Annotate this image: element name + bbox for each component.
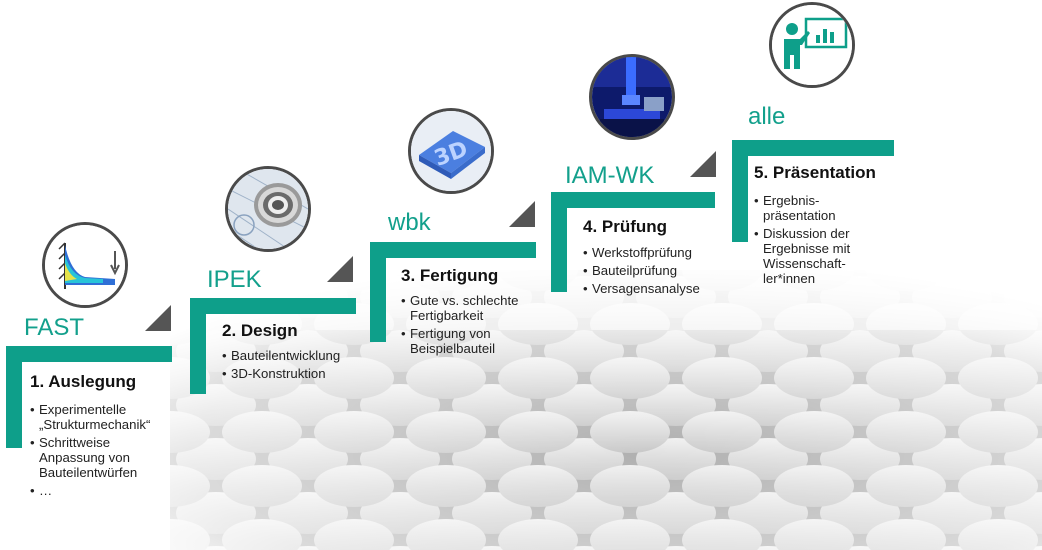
step-bullets: Werkstoffprüfung Bauteilprüfung Versagen… — [583, 245, 733, 299]
step-bullets: Gute vs. schlechte Fertigbarkeit Fertigu… — [401, 293, 541, 359]
list-item: Experimentelle „Strukturmechanik“ — [30, 402, 170, 432]
step-title: 5. Präsentation — [754, 163, 876, 182]
list-item: Werkstoffprüfung — [583, 245, 733, 260]
org-label-alle: alle — [748, 103, 786, 130]
bearing-icon — [225, 166, 311, 252]
step-bullets: Experimentelle „Strukturmechanik“ Schrit… — [30, 402, 170, 501]
step-bar — [190, 298, 206, 394]
list-item: Fertigung von Beispielbauteil — [401, 326, 541, 356]
stress-plot-icon — [42, 222, 128, 308]
step-title: 4. Prüfung — [583, 217, 668, 236]
org-label-ipek: IPEK — [207, 266, 262, 293]
list-item: Schrittweise Anpassung von Bauteilentwür… — [30, 435, 170, 480]
step-bar — [190, 298, 356, 314]
step-bar — [370, 242, 536, 258]
corner-triangle — [690, 151, 716, 177]
list-item: 3D-Konstruktion — [222, 366, 362, 381]
list-item: Ergebnis-präsentation — [754, 193, 866, 223]
step-bar — [551, 192, 715, 208]
corner-triangle — [327, 256, 353, 282]
step-bar — [732, 140, 748, 242]
3d-print-icon: 3D — [408, 108, 494, 194]
org-label-iam-wk: IAM-WK — [565, 162, 655, 189]
step-bar — [370, 242, 386, 342]
step-title: 1. Auslegung — [30, 372, 137, 391]
org-label-fast: FAST — [24, 314, 85, 341]
honeycomb-background — [170, 270, 1042, 550]
step-bar — [732, 140, 894, 156]
step-bar — [551, 192, 567, 292]
step-bullets: Bauteilentwicklung 3D-Konstruktion — [222, 348, 362, 384]
list-item: Bauteilprüfung — [583, 263, 733, 278]
list-item: Diskussion der Ergebnisse mit Wissenscha… — [754, 226, 866, 286]
list-item: … — [30, 483, 170, 498]
org-label-wbk: wbk — [388, 209, 431, 236]
list-item: Bauteilentwicklung — [222, 348, 362, 363]
corner-triangle — [509, 201, 535, 227]
step-bar — [6, 346, 172, 362]
list-item: Versagensanalyse — [583, 281, 733, 296]
testing-machine-icon — [589, 54, 675, 140]
presentation-icon — [769, 2, 855, 88]
step-title: 2. Design — [222, 321, 298, 340]
list-item: Gute vs. schlechte Fertigbarkeit — [401, 293, 541, 323]
step-bullets: Ergebnis-präsentation Diskussion der Erg… — [754, 193, 866, 289]
step-title: 3. Fertigung — [401, 266, 499, 285]
corner-triangle — [145, 305, 171, 331]
step-bar — [6, 346, 22, 448]
